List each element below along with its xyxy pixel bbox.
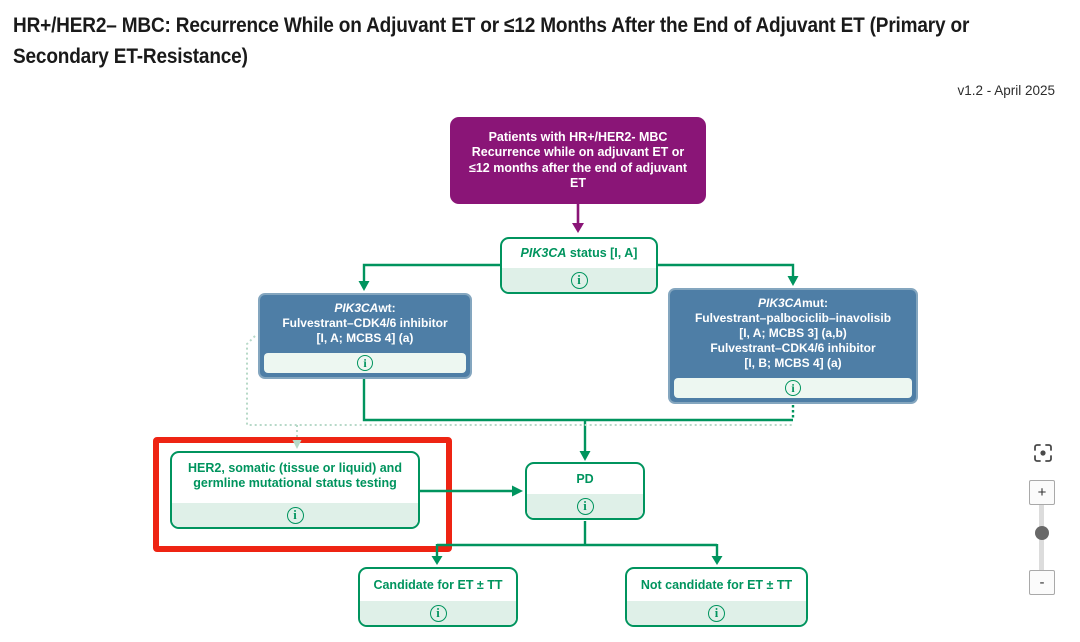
fit-view-button[interactable] xyxy=(1031,441,1055,465)
page-title-line1: HR+/HER2– MBC: Recurrence While on Adjuv… xyxy=(13,13,970,37)
node-pik3ca-mut[interactable]: PIK3CAmut: Fulvestrant–palbociclib–inavo… xyxy=(668,288,918,404)
node-pd-label: PD xyxy=(576,471,594,486)
node-candidate-label: Candidate for ET ± TT xyxy=(373,577,503,592)
info-icon[interactable]: i xyxy=(576,497,594,515)
node-patients-line: Patients with HR+/HER2- MBC xyxy=(488,129,668,144)
info-icon[interactable]: i xyxy=(785,380,801,396)
info-icon[interactable]: i xyxy=(357,355,373,371)
node-patients-line: Recurrence while on adjuvant ET or xyxy=(471,145,685,159)
info-strip: i xyxy=(527,494,643,518)
node-pik3ca-wt-line: Fulvestrant–CDK4/6 inhibitor xyxy=(282,316,448,330)
info-strip: i xyxy=(674,378,912,398)
info-strip: i xyxy=(172,503,418,527)
info-icon[interactable]: i xyxy=(570,271,588,289)
node-her2-testing-label: HER2, somatic (tissue or liquid) and ger… xyxy=(172,453,418,503)
node-pd[interactable]: PD i xyxy=(525,462,645,520)
node-pik3ca-mut-line: Fulvestrant–palbociclib–inavolisib xyxy=(694,311,892,325)
node-pik3ca-wt[interactable]: PIK3CAwt: Fulvestrant–CDK4/6 inhibitor [… xyxy=(258,293,472,379)
gene-name: PIK3CA xyxy=(757,296,802,310)
node-candidate-et-tt[interactable]: Candidate for ET ± TT i xyxy=(358,567,518,627)
node-her2-testing-line: HER2, somatic (tissue or liquid) and xyxy=(188,461,402,475)
info-icon[interactable]: i xyxy=(708,604,725,622)
node-pik3ca-status-label: PIK3CA status [I, A] xyxy=(502,239,656,268)
node-pik3ca-mut-line: Fulvestrant–CDK4/6 inhibitor xyxy=(710,341,876,355)
node-pik3ca-status[interactable]: PIK3CA status [I, A] i xyxy=(500,237,658,294)
info-strip: i xyxy=(264,353,466,373)
node-patients-line: ET xyxy=(570,176,586,190)
page-title-line2: Secondary ET-Resistance) xyxy=(13,44,248,68)
zoom-slider-handle[interactable] xyxy=(1035,526,1049,540)
node-not-candidate-et-tt[interactable]: Not candidate for ET ± TT i xyxy=(625,567,808,627)
info-icon[interactable]: i xyxy=(286,506,304,524)
node-not-candidate-label: Not candidate for ET ± TT xyxy=(640,577,793,592)
zoom-in-button[interactable]: + xyxy=(1029,480,1055,505)
page-title: HR+/HER2– MBC: Recurrence While on Adjuv… xyxy=(13,10,969,72)
node-pik3ca-wt-line: [I, A; MCBS 4] (a) xyxy=(316,331,414,345)
gene-suffix: mut: xyxy=(802,296,828,310)
node-patients[interactable]: Patients with HR+/HER2- MBC Recurrence w… xyxy=(450,117,706,204)
node-her2-testing-line: germline mutational status testing xyxy=(193,476,397,490)
version-label: v1.2 - April 2025 xyxy=(957,83,1055,98)
node-pik3ca-mut-line: [I, A; MCBS 3] (a,b) xyxy=(739,326,847,340)
gene-name: PIK3CA xyxy=(334,301,379,315)
zoom-out-button[interactable]: - xyxy=(1029,570,1055,595)
focus-reset-icon xyxy=(1034,444,1052,462)
node-patients-line: ≤12 months after the end of adjuvant xyxy=(469,160,687,175)
gene-suffix: wt: xyxy=(378,301,396,315)
info-icon[interactable]: i xyxy=(429,604,447,622)
node-her2-testing[interactable]: HER2, somatic (tissue or liquid) and ger… xyxy=(170,451,420,529)
gene-name: PIK3CA xyxy=(520,246,567,260)
status-text: status [I, A] xyxy=(566,246,638,260)
info-strip: i xyxy=(627,601,806,625)
info-strip: i xyxy=(360,601,516,625)
info-strip: i xyxy=(502,268,656,292)
node-pik3ca-mut-line: [I, B; MCBS 4] (a) xyxy=(744,356,842,370)
